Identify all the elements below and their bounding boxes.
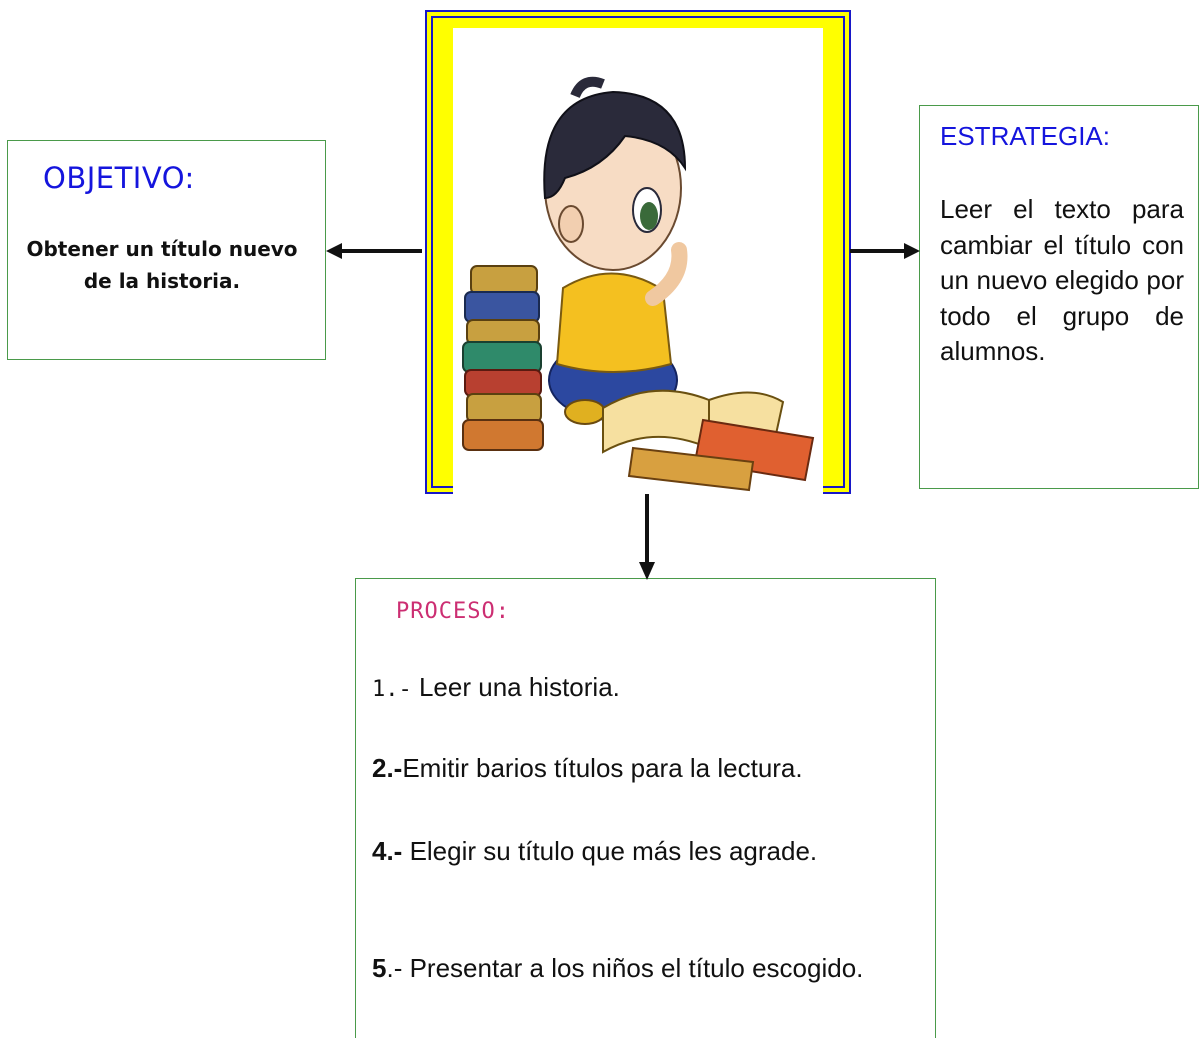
step-text: Elegir su título que más les agrade.: [402, 836, 818, 866]
estrategia-box: ESTRATEGIA: Leer el texto para cambiar e…: [919, 105, 1199, 489]
arrow-right-icon: [850, 243, 920, 259]
child-reading-illustration: [462, 76, 815, 492]
step-text: .- Presentar a los niños el título escog…: [386, 953, 864, 983]
step-text: Emitir barios títulos para la lectura.: [402, 753, 803, 783]
estrategia-text: Leer el texto para cambiar el título con…: [940, 194, 1184, 366]
proceso-step: 2.-Emitir barios títulos para la lectura…: [372, 751, 932, 786]
proceso-step: 5.- Presentar a los niños el título esco…: [372, 951, 932, 986]
arrow-left-icon: [326, 243, 422, 259]
arrow-down-icon: [639, 494, 655, 580]
open-books-icon: [602, 389, 815, 492]
objetivo-text: Obtener un título nuevo de la historia.: [26, 237, 298, 293]
proceso-step: 1.- Leer una historia.: [372, 670, 932, 707]
proceso-box: PROCESO: 1.- Leer una historia. 2.-Emiti…: [355, 578, 936, 1038]
child-figure-icon: [543, 76, 688, 425]
book-stack-icon: [462, 265, 544, 451]
step-number: 2.-: [372, 753, 403, 783]
step-text: Leer una historia.: [411, 672, 620, 702]
proceso-title: PROCESO:: [396, 599, 510, 624]
picture-area: [453, 28, 823, 498]
step-number: 1.-: [372, 677, 412, 702]
objetivo-box: OBJETIVO: Obtener un título nuevo de la …: [7, 140, 326, 360]
step-number: 4.-: [372, 836, 403, 866]
proceso-step: 4.- Elegir su título que más les agrade.: [372, 834, 932, 869]
step-number: 5: [372, 953, 387, 983]
objetivo-title: OBJETIVO:: [43, 161, 195, 195]
estrategia-title: ESTRATEGIA:: [940, 121, 1110, 151]
picture-frame: [425, 10, 851, 498]
